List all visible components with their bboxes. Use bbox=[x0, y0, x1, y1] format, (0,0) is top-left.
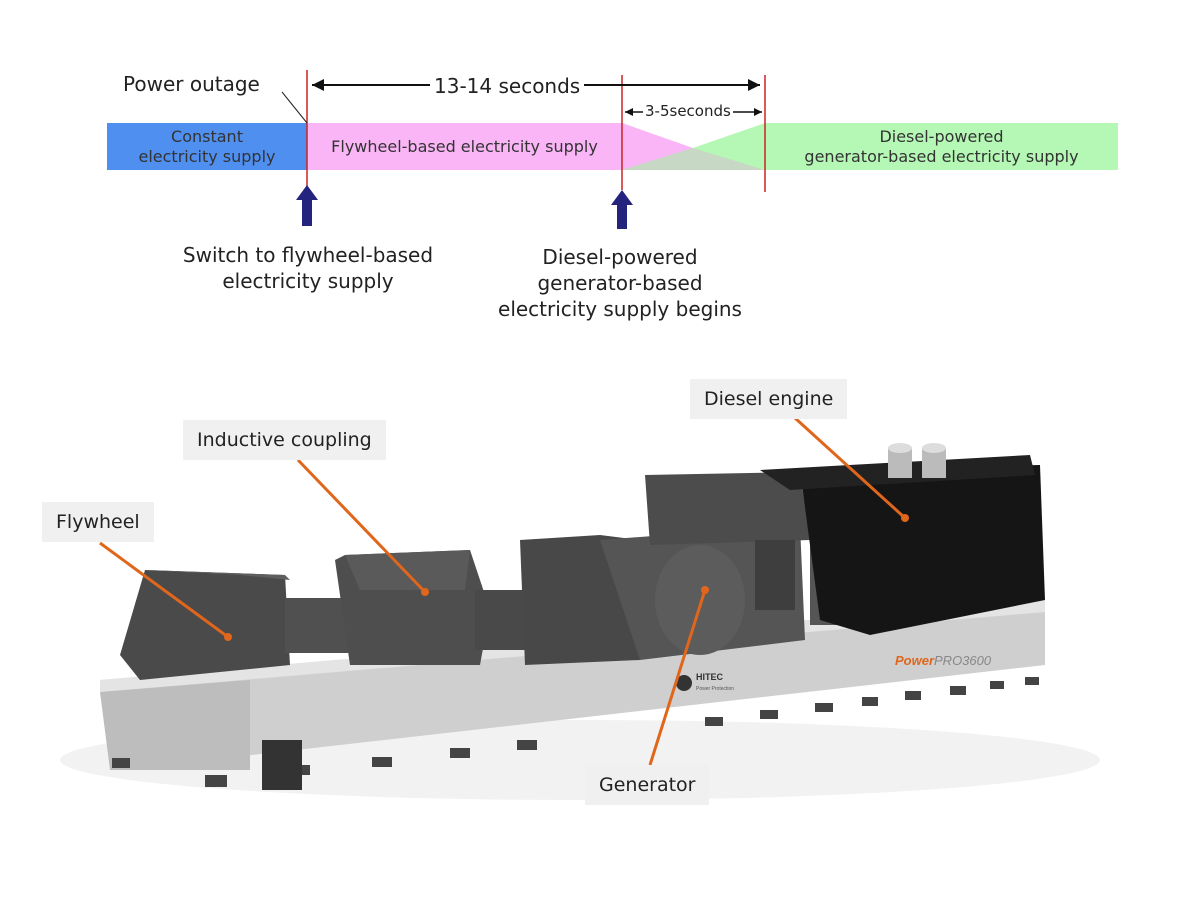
up-arrow-icon bbox=[296, 185, 318, 226]
segment-constant-label: Constant electricity supply bbox=[107, 127, 307, 167]
span-overlap-label: 3-5seconds bbox=[643, 102, 733, 120]
leader-generator bbox=[648, 589, 707, 766]
event-line: electricity supply bbox=[222, 269, 394, 293]
label-inductive-coupling: Inductive coupling bbox=[183, 420, 386, 460]
segment-constant bbox=[107, 123, 307, 170]
segment-overlap bbox=[622, 148, 765, 170]
segment-label-line: generator-based electricity supply bbox=[804, 147, 1079, 166]
segment-transition-diesel bbox=[622, 123, 765, 170]
arrowhead-left-icon bbox=[312, 79, 324, 91]
segment-flywheel bbox=[307, 123, 622, 170]
brand-logo: PowerPRO3600 bbox=[895, 653, 992, 668]
span-total-label: 13-14 seconds bbox=[430, 74, 585, 98]
event-line: electricity supply begins bbox=[498, 297, 742, 321]
maker-logo-icon bbox=[676, 675, 692, 691]
segment-label-line: electricity supply bbox=[138, 147, 276, 166]
maker-logo: HITEC bbox=[696, 672, 724, 682]
segment-diesel bbox=[765, 123, 1118, 170]
event-line: Diesel-powered bbox=[542, 245, 698, 269]
segment-label-line: Diesel-powered bbox=[879, 127, 1004, 146]
event-line: generator-based bbox=[537, 271, 703, 295]
arrowhead-left-icon bbox=[625, 108, 633, 116]
leader-flywheel bbox=[99, 541, 229, 639]
leader-inductive-coupling bbox=[296, 458, 427, 594]
segment-flywheel-label: Flywheel-based electricity supply bbox=[331, 137, 598, 156]
label-diesel-engine: Diesel engine bbox=[690, 379, 848, 419]
segment-transition-flywheel bbox=[622, 123, 765, 170]
machine-illustration bbox=[60, 443, 1100, 800]
leader-diesel-engine bbox=[793, 416, 907, 520]
power-outage-label: Power outage bbox=[123, 72, 260, 96]
arrowhead-right-icon bbox=[748, 79, 760, 91]
label-generator: Generator bbox=[585, 765, 710, 805]
label-flywheel: Flywheel bbox=[42, 502, 154, 542]
event-switch-flywheel: Switch to flywheel-based electricity sup… bbox=[158, 242, 458, 294]
event-diesel-begins: Diesel-powered generator-based electrici… bbox=[470, 244, 770, 322]
event-line: Switch to flywheel-based bbox=[182, 243, 434, 267]
segment-diesel-label: Diesel-powered generator-based electrici… bbox=[765, 127, 1118, 167]
outage-leader bbox=[281, 91, 308, 124]
maker-logo-sub: Power Protection bbox=[696, 686, 734, 692]
segment-label-line: Constant bbox=[171, 127, 243, 146]
up-arrow-icon bbox=[611, 190, 633, 229]
arrowhead-right-icon bbox=[754, 108, 762, 116]
